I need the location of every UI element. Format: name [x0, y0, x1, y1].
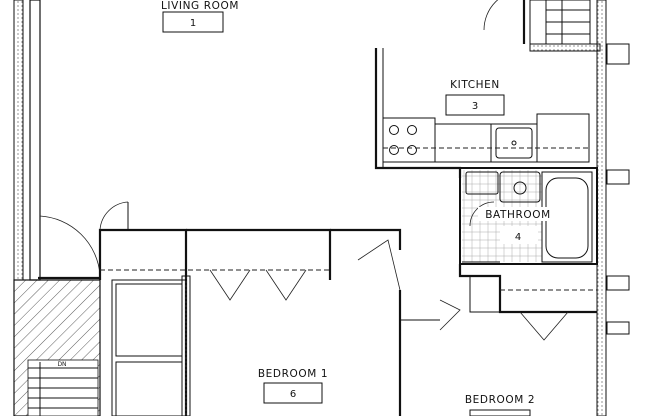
interior-walls — [98, 201, 597, 416]
room-number-bathroom: 4 — [515, 232, 521, 243]
room-label-bedroom-1: BEDROOM 1 — [258, 368, 328, 380]
room-bedroom-1: BEDROOM 1 6 — [258, 368, 328, 404]
living-room-door — [38, 215, 101, 280]
room-number-bedroom-1: 6 — [290, 389, 296, 400]
room-number-living: 1 — [190, 18, 196, 29]
room-label-bedroom-2: BEDROOM 2 — [465, 394, 535, 406]
room-label-living: LIVING ROOM — [161, 0, 239, 12]
room-kitchen: KITCHEN 3 — [445, 79, 505, 116]
stair-down-label: DN — [57, 361, 66, 368]
room-living-room: LIVING ROOM 1 — [161, 0, 239, 33]
room-label-bathroom: BATHROOM — [485, 209, 551, 221]
balcony — [13, 279, 101, 416]
room-number-kitchen: 3 — [472, 101, 478, 112]
room-label-kitchen: KITCHEN — [450, 79, 500, 91]
room-bedroom-2: BEDROOM 2 — [465, 394, 535, 416]
room-bathroom: BATHROOM 4 — [478, 207, 556, 244]
